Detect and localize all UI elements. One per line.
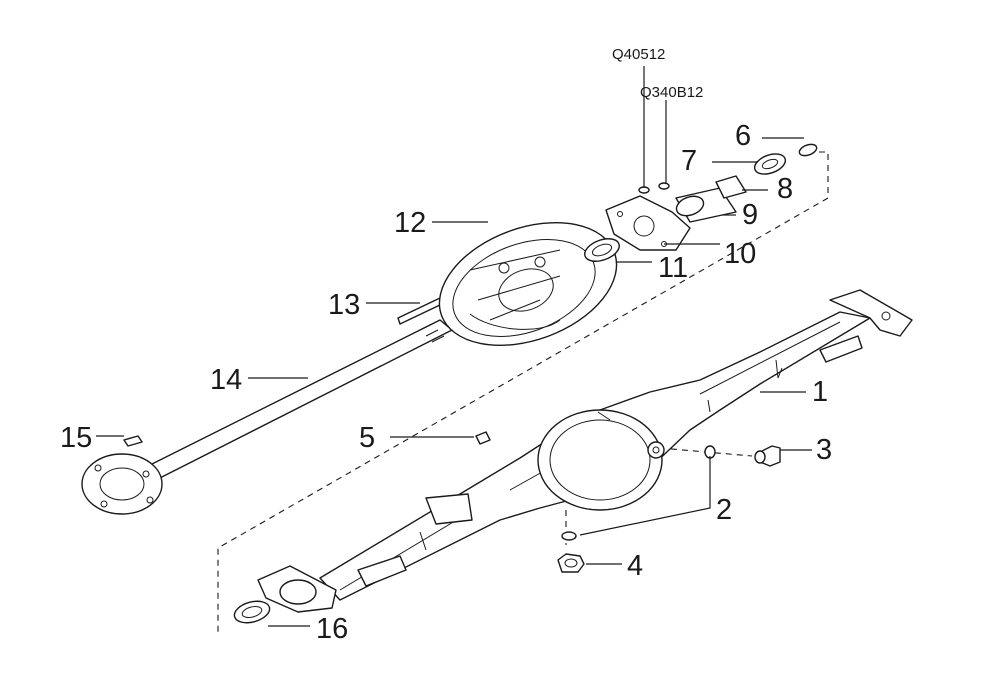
bearing bbox=[675, 187, 737, 223]
callout-13: 13 bbox=[328, 289, 360, 321]
callout-4: 4 bbox=[627, 550, 643, 582]
axle-shaft bbox=[81, 319, 453, 515]
breather bbox=[475, 431, 491, 445]
snap-ring bbox=[798, 143, 818, 157]
callout-10: 10 bbox=[724, 238, 756, 270]
housing-seal bbox=[233, 600, 271, 624]
callout-11: 11 bbox=[658, 252, 688, 284]
callout-1: 1 bbox=[812, 376, 828, 408]
oil-seal bbox=[584, 238, 620, 262]
callout-7: 7 bbox=[681, 145, 697, 177]
callout-8: 8 bbox=[777, 173, 793, 205]
callout-15: 15 bbox=[60, 422, 92, 454]
bearing-collar bbox=[715, 175, 747, 199]
brake-assembly bbox=[438, 221, 618, 347]
callout-16: 16 bbox=[316, 613, 348, 645]
shoe-pin bbox=[397, 297, 443, 325]
callout-2: 2 bbox=[716, 494, 732, 526]
callout-9: 9 bbox=[742, 199, 758, 231]
inner-retainer-ring bbox=[753, 153, 787, 175]
part-code-q340b12: Q340B12 bbox=[640, 84, 703, 101]
retainer-plate bbox=[605, 195, 691, 251]
part-code-q40512: Q40512 bbox=[612, 46, 665, 63]
hub-bolt bbox=[123, 435, 143, 447]
callout-12: 12 bbox=[394, 207, 426, 239]
callout-14: 14 bbox=[210, 364, 242, 396]
axle-housing bbox=[257, 289, 913, 613]
callout-3: 3 bbox=[816, 434, 832, 466]
callout-5: 5 bbox=[359, 422, 375, 454]
callout-6: 6 bbox=[735, 120, 751, 152]
retainer-bolts bbox=[638, 182, 670, 194]
leader-lines bbox=[96, 66, 812, 627]
nut bbox=[557, 553, 585, 573]
plug bbox=[754, 445, 781, 467]
